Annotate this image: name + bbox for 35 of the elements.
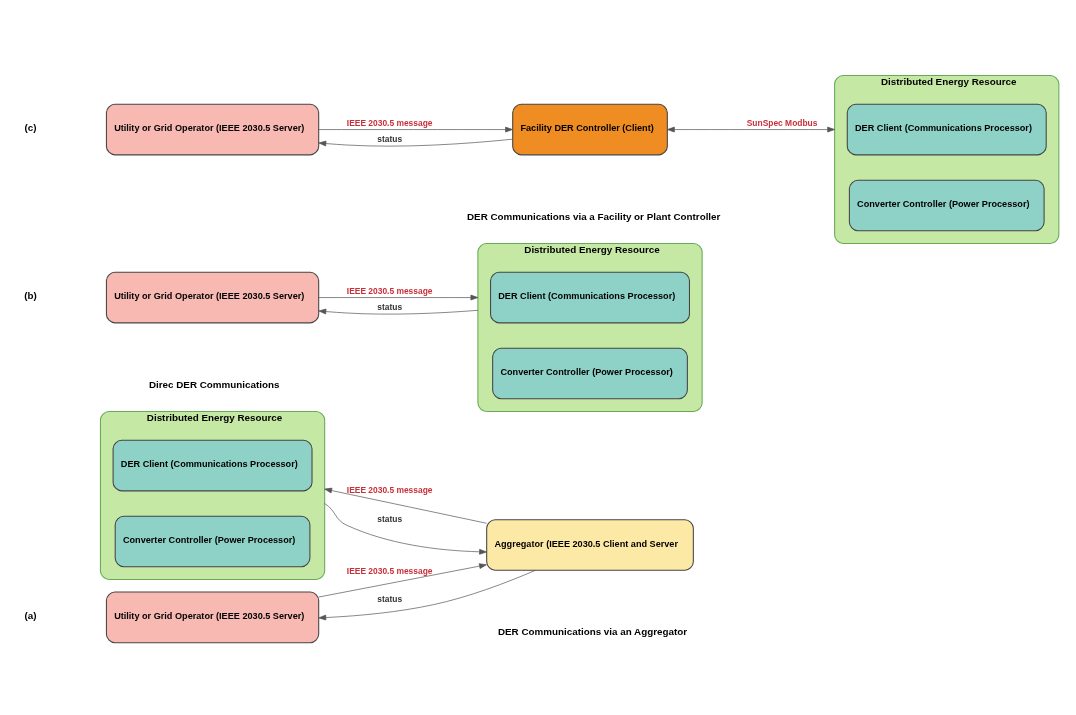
edge-label: IEEE 2030.5 message: [346, 285, 433, 296]
node-box: Converter Controller (Power Processor): [492, 347, 688, 399]
arrow: [318, 126, 513, 132]
node-box: DER Client (Communications Processor): [112, 439, 313, 491]
arrow: [318, 562, 487, 597]
edge-label: status: [377, 301, 403, 312]
edge-label: status: [377, 513, 403, 524]
arrow: [318, 138, 513, 146]
arrow: [318, 308, 479, 314]
node-box: DER Client (Communications Processor): [490, 271, 690, 323]
label: (b): [24, 289, 37, 301]
edge-label: status: [377, 133, 403, 144]
edge-label: IEEE 2030.5 message: [346, 117, 433, 128]
node-box: Utility or Grid Operator (IEEE 2030.5 Server): [105, 271, 320, 323]
node-box: Converter Controller (Power Processor): [848, 179, 1045, 231]
node-box: Utility or Grid Operator (IEEE 2030.5 Server): [105, 103, 320, 155]
node-box: DER Client (Communications Processor): [846, 103, 1047, 155]
edge-label: IEEE 2030.5 message: [346, 484, 433, 495]
label: Direc DER Communications: [148, 378, 280, 390]
arrow: [667, 126, 835, 132]
label: (a): [24, 609, 37, 621]
arrow: [318, 294, 479, 300]
node-box: Converter Controller (Power Processor): [114, 515, 311, 567]
edge-label: SunSpec Modbus: [746, 117, 818, 128]
node-box: Utility or Grid Operator (IEEE 2030.5 Server): [105, 591, 320, 643]
label: DER Communications via an Aggregator: [497, 625, 688, 637]
edge-label: status: [377, 593, 403, 604]
label: (c): [24, 121, 37, 133]
node-box: Facility DER Controller (Client): [512, 103, 668, 155]
arrow: [324, 502, 487, 555]
node-box: Aggregator (IEEE 2030.5 Client and Server: [486, 518, 694, 571]
arrow: [318, 569, 536, 620]
label: DER Communications via a Facility or Plant Controller: [467, 210, 721, 222]
arrow: [324, 487, 487, 524]
edge-label: IEEE 2030.5 message: [346, 565, 433, 576]
